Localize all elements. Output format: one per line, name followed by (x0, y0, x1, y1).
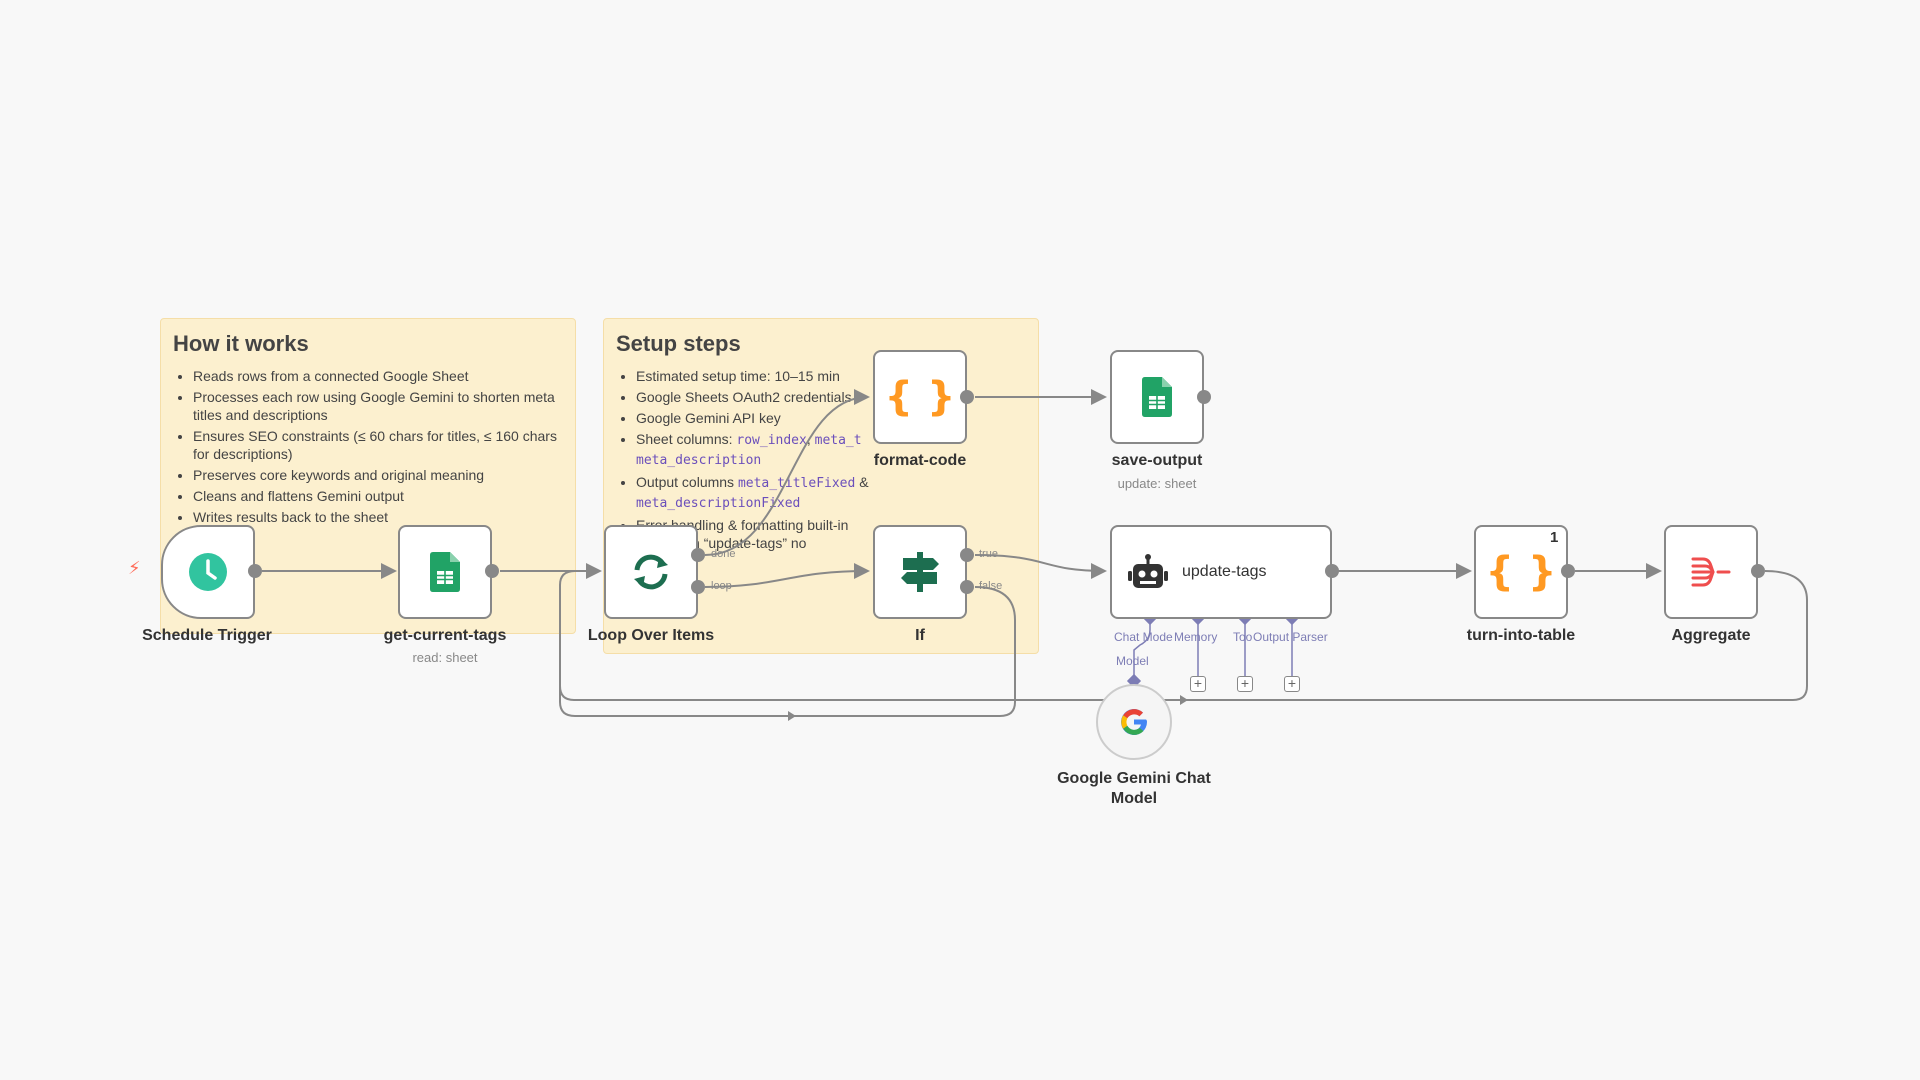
code-span: meta_t (814, 433, 862, 448)
node-title: If (915, 627, 925, 644)
list-item: Estimated setup time: 10–15 min (636, 367, 1026, 385)
add-memory-button[interactable]: + (1190, 676, 1206, 692)
node-title: Loop Over Items (587, 627, 715, 644)
false-output-handle[interactable] (960, 580, 974, 594)
list-item: Preserves core keywords and original mea… (193, 466, 563, 484)
list-item: Google Gemini API key (636, 409, 1026, 427)
node-title: turn-into-table (1466, 627, 1576, 644)
loop-output-handle[interactable] (691, 580, 705, 594)
output-handle[interactable] (960, 390, 974, 404)
done-label: done (711, 548, 736, 560)
output-handle[interactable] (1561, 564, 1575, 578)
sub-label-tool: Too (1233, 630, 1253, 644)
trigger-lightning-icon: ⚡ (128, 558, 141, 578)
add-output-parser-button[interactable]: + (1284, 676, 1300, 692)
output-handle[interactable] (1325, 564, 1339, 578)
done-output-handle[interactable] (691, 548, 705, 562)
list-item: Cleans and flattens Gemini output (193, 487, 563, 505)
true-label: true (979, 548, 998, 560)
node-title: Aggregate (1671, 627, 1751, 644)
loop-refresh-icon (634, 554, 668, 590)
code-span: row_index (736, 433, 807, 448)
node-google-gemini-chat-model[interactable] (1096, 684, 1172, 760)
node-title: Google Gemini Chat Model (1057, 770, 1211, 807)
list-item-text: Output columns (636, 474, 738, 490)
node-loop-over-items[interactable] (604, 525, 698, 619)
add-tool-button[interactable]: + (1237, 676, 1253, 692)
back-arrow (788, 711, 796, 721)
aggregate-icon (1691, 557, 1731, 587)
list-item: Ensures SEO constraints (≤ 60 chars for … (193, 427, 563, 463)
google-g-icon (1121, 708, 1147, 735)
output-handle[interactable] (1197, 390, 1211, 404)
list-item: Output columns meta_titleFixed & meta_des… (636, 473, 1026, 513)
true-output-handle[interactable] (960, 548, 974, 562)
google-sheets-icon (1142, 377, 1172, 417)
google-sheets-icon (430, 552, 460, 592)
robot-icon (1128, 554, 1168, 588)
list-item: Processes each row using Google Gemini t… (193, 388, 563, 424)
sub-label-chat-model: Model (1116, 654, 1149, 668)
list-item: Reads rows from a connected Google Sheet (193, 367, 563, 385)
node-save-output[interactable] (1110, 350, 1204, 444)
list-item-text: Sheet columns: (636, 431, 737, 447)
node-schedule-trigger[interactable] (161, 525, 255, 619)
output-handle[interactable] (248, 564, 262, 578)
code-span: meta_titleFixed (737, 476, 856, 491)
code-span: meta_descriptionFixed (636, 496, 801, 511)
node-update-tags[interactable]: update-tags (1110, 525, 1332, 619)
code-braces-icon: { } (884, 374, 956, 420)
list-item: Writes results back to the sheet (193, 508, 563, 526)
node-title: get-current-tags (383, 627, 507, 644)
clock-icon (189, 553, 227, 591)
output-handle[interactable] (485, 564, 499, 578)
sub-label-chat-model: Chat Mode (1114, 630, 1173, 644)
node-title: format-code (873, 452, 967, 469)
back-arrow (1180, 695, 1188, 705)
code-braces-icon: { } (1485, 549, 1557, 595)
sub-label-output-parser: Output Parser (1253, 630, 1328, 644)
node-title: Schedule Trigger (142, 627, 272, 644)
output-handle[interactable] (1751, 564, 1765, 578)
sub-label-memory: Memory (1174, 630, 1218, 644)
node-format-code[interactable]: { } (873, 350, 967, 444)
loop-label: loop (711, 580, 732, 592)
list-item-text: & (855, 474, 869, 490)
node-subtitle: read: sheet (412, 650, 478, 665)
node-subtitle: update: sheet (1117, 476, 1197, 491)
sticky-title: Setup steps (616, 331, 741, 356)
node-if[interactable] (873, 525, 967, 619)
sticky-list: Reads rows from a connected Google Sheet… (173, 367, 563, 526)
node-get-current-tags[interactable] (398, 525, 492, 619)
execution-count-badge: 1 (1550, 529, 1559, 546)
false-label: false (979, 580, 1003, 592)
node-aggregate[interactable] (1664, 525, 1758, 619)
node-title: update-tags (1182, 563, 1267, 580)
code-span: meta_description (636, 453, 762, 468)
signpost-icon (901, 552, 939, 592)
sticky-title: How it works (173, 331, 309, 356)
node-title: save-output (1111, 452, 1203, 469)
sub-connection-chat-model (1133, 618, 1151, 680)
